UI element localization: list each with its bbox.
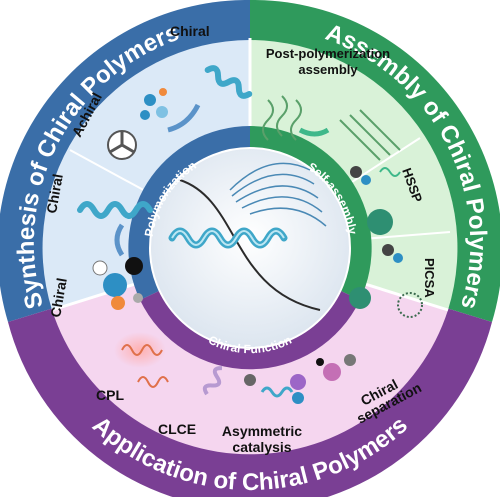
chiral-helix-top-icon: [204, 65, 253, 99]
clce-icon: [202, 366, 223, 396]
center-core: [149, 147, 351, 349]
hssp-icon: [350, 166, 401, 235]
assembled-bundle-icon: [339, 109, 401, 161]
chiral-separation-icon: [316, 354, 356, 381]
arrow-chiral-up-icon: [114, 223, 125, 257]
cpl-label: CPL: [96, 387, 124, 403]
achiral-monomer-icon: [107, 130, 137, 160]
post-polymerization-label-line2: assembly: [298, 62, 358, 77]
clce-label: CLCE: [158, 421, 196, 437]
asymmetric-catalysis-label-line1: Asymmetric: [222, 423, 302, 439]
cpl-icon: [114, 332, 169, 388]
asymmetric-catalysis-label-line2: catalysis: [232, 439, 291, 455]
center-helix-icon: [168, 227, 288, 249]
post-polymerization-fibers-icon: [262, 95, 302, 141]
center-yin-yang-curve: [179, 179, 321, 311]
chiral-label-bottom: Chiral: [47, 277, 70, 319]
chiral-monomer-bottom-icon: [92, 257, 143, 310]
center-fibril-fan-icon: [229, 162, 327, 227]
chiral-label-mid: Chiral: [43, 173, 66, 215]
picsa-icon: [349, 244, 423, 318]
picsa-label: PICSA: [422, 258, 437, 298]
post-polymerization-label-line1: Post-polymerization: [266, 46, 390, 61]
arrow-achiral-to-chiral-icon: [167, 103, 201, 133]
center-band: [128, 126, 372, 370]
arrow-assembly-icon: [298, 127, 330, 137]
chiral-monomer-top-icon: [140, 88, 168, 120]
chiral-helix-mid-icon: [77, 201, 153, 219]
chiral-label-top: Chiral: [170, 23, 210, 39]
asymmetric-catalysis-icon: [244, 374, 306, 404]
